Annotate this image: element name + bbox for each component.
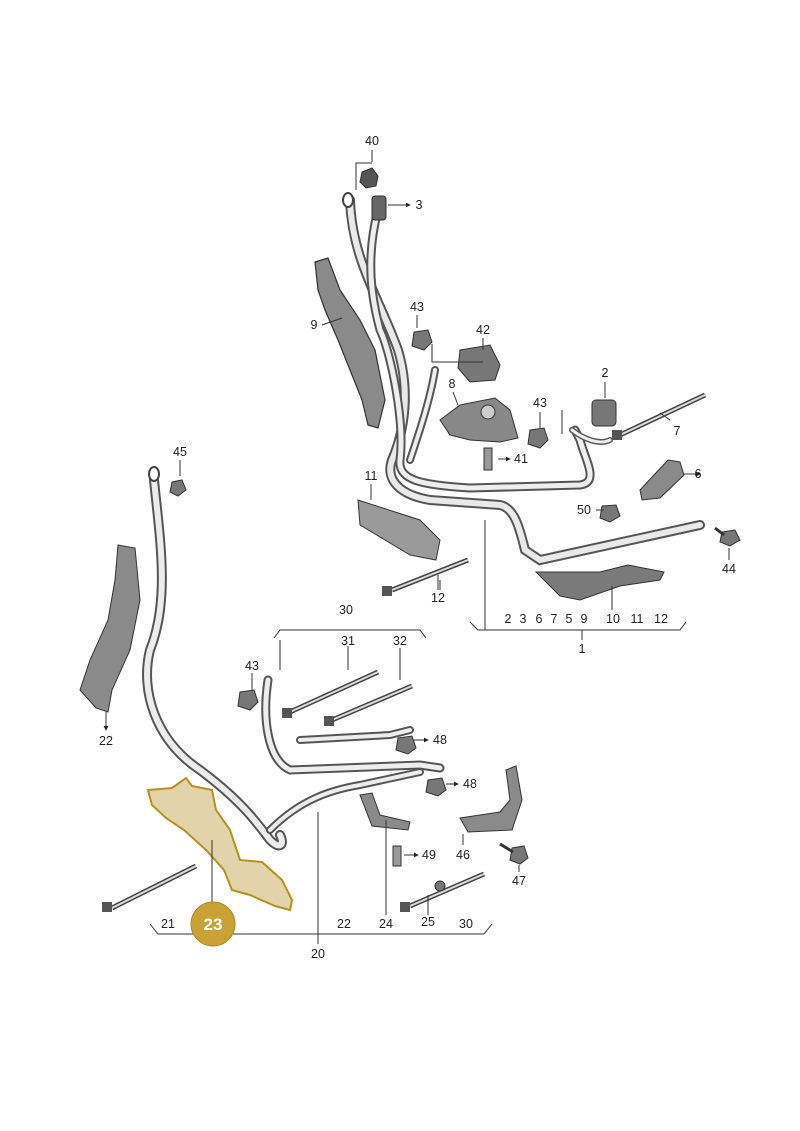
cable-tie-21 <box>102 863 198 912</box>
cable-tie-12 <box>382 557 469 596</box>
label-group1-2: 2 <box>505 612 512 626</box>
label-23: 23 <box>204 915 223 934</box>
label-20: 20 <box>311 947 325 961</box>
connector-2 <box>591 399 617 427</box>
label-48-a: 48 <box>433 733 447 747</box>
label-48-b: 48 <box>463 777 477 791</box>
nut-50 <box>599 504 621 523</box>
trim-11 <box>357 499 441 561</box>
label-31: 31 <box>341 634 355 648</box>
label-41: 41 <box>514 452 528 466</box>
nut-43-c <box>237 689 259 711</box>
label-12: 12 <box>431 591 445 605</box>
label-22-b: 22 <box>337 917 351 931</box>
leader-lines <box>103 150 730 944</box>
label-7: 7 <box>674 424 681 438</box>
highlighted-part-23[interactable] <box>146 776 294 912</box>
label-group1-12: 12 <box>654 612 668 626</box>
callout-labels: 40 3 9 43 42 8 2 43 7 41 11 6 50 44 45 1… <box>99 134 736 961</box>
label-group1-10: 10 <box>606 612 620 626</box>
label-group1-6: 6 <box>536 612 543 626</box>
battery-cable-upper <box>345 195 705 566</box>
label-49: 49 <box>422 848 436 862</box>
bolt-47 <box>499 842 529 865</box>
label-21: 21 <box>161 917 175 931</box>
label-32: 32 <box>393 634 407 648</box>
label-42: 42 <box>476 323 490 337</box>
label-11: 11 <box>365 469 378 483</box>
nut-43-a <box>411 329 433 351</box>
bracket-46 <box>459 765 523 833</box>
label-24: 24 <box>379 917 393 931</box>
label-group1-3: 3 <box>520 612 527 626</box>
nut-43-b <box>527 427 549 449</box>
label-group1-9: 9 <box>581 612 588 626</box>
label-45: 45 <box>173 445 187 459</box>
label-47: 47 <box>512 874 526 888</box>
battery-cable-lower <box>142 475 445 851</box>
highlight-badge-23[interactable] <box>190 901 236 947</box>
label-46: 46 <box>456 848 470 862</box>
cable-tie-25 <box>400 871 485 912</box>
nut-48-b <box>425 777 447 797</box>
label-25: 25 <box>421 915 435 929</box>
label-3: 3 <box>416 198 423 212</box>
cover-10 <box>534 564 665 601</box>
label-2: 2 <box>602 366 609 380</box>
label-8: 8 <box>449 377 456 391</box>
bracket-9 <box>314 257 386 429</box>
nut-48-a <box>395 735 417 755</box>
label-group1-5: 5 <box>566 612 573 626</box>
part-8 <box>439 397 519 443</box>
label-group1-7: 7 <box>551 612 558 626</box>
label-50: 50 <box>577 503 591 517</box>
label-43-c: 43 <box>245 659 259 673</box>
cable-tie-32 <box>324 683 413 726</box>
screw-49 <box>392 845 402 867</box>
bracket-24 <box>359 792 411 831</box>
bracket-22 <box>79 544 141 713</box>
screw-41 <box>483 447 493 471</box>
label-44: 44 <box>722 562 736 576</box>
part-42 <box>457 344 501 383</box>
label-6: 6 <box>695 467 702 481</box>
label-30-a: 30 <box>339 603 353 617</box>
cable-eyelet-45 <box>148 466 187 497</box>
label-group1-11: 11 <box>631 612 644 626</box>
label-1: 1 <box>579 642 586 656</box>
label-9: 9 <box>311 318 318 332</box>
label-40: 40 <box>365 134 379 148</box>
label-43-a: 43 <box>410 300 424 314</box>
cable-eyelet-40 <box>342 167 387 221</box>
label-22-a: 22 <box>99 734 113 748</box>
bracket-6 <box>639 459 685 501</box>
label-30-b: 30 <box>459 917 473 931</box>
label-43-b: 43 <box>533 396 547 410</box>
cable-tie-7 <box>612 392 707 440</box>
cable-tie-31 <box>282 669 380 718</box>
bolt-44 <box>714 526 741 547</box>
